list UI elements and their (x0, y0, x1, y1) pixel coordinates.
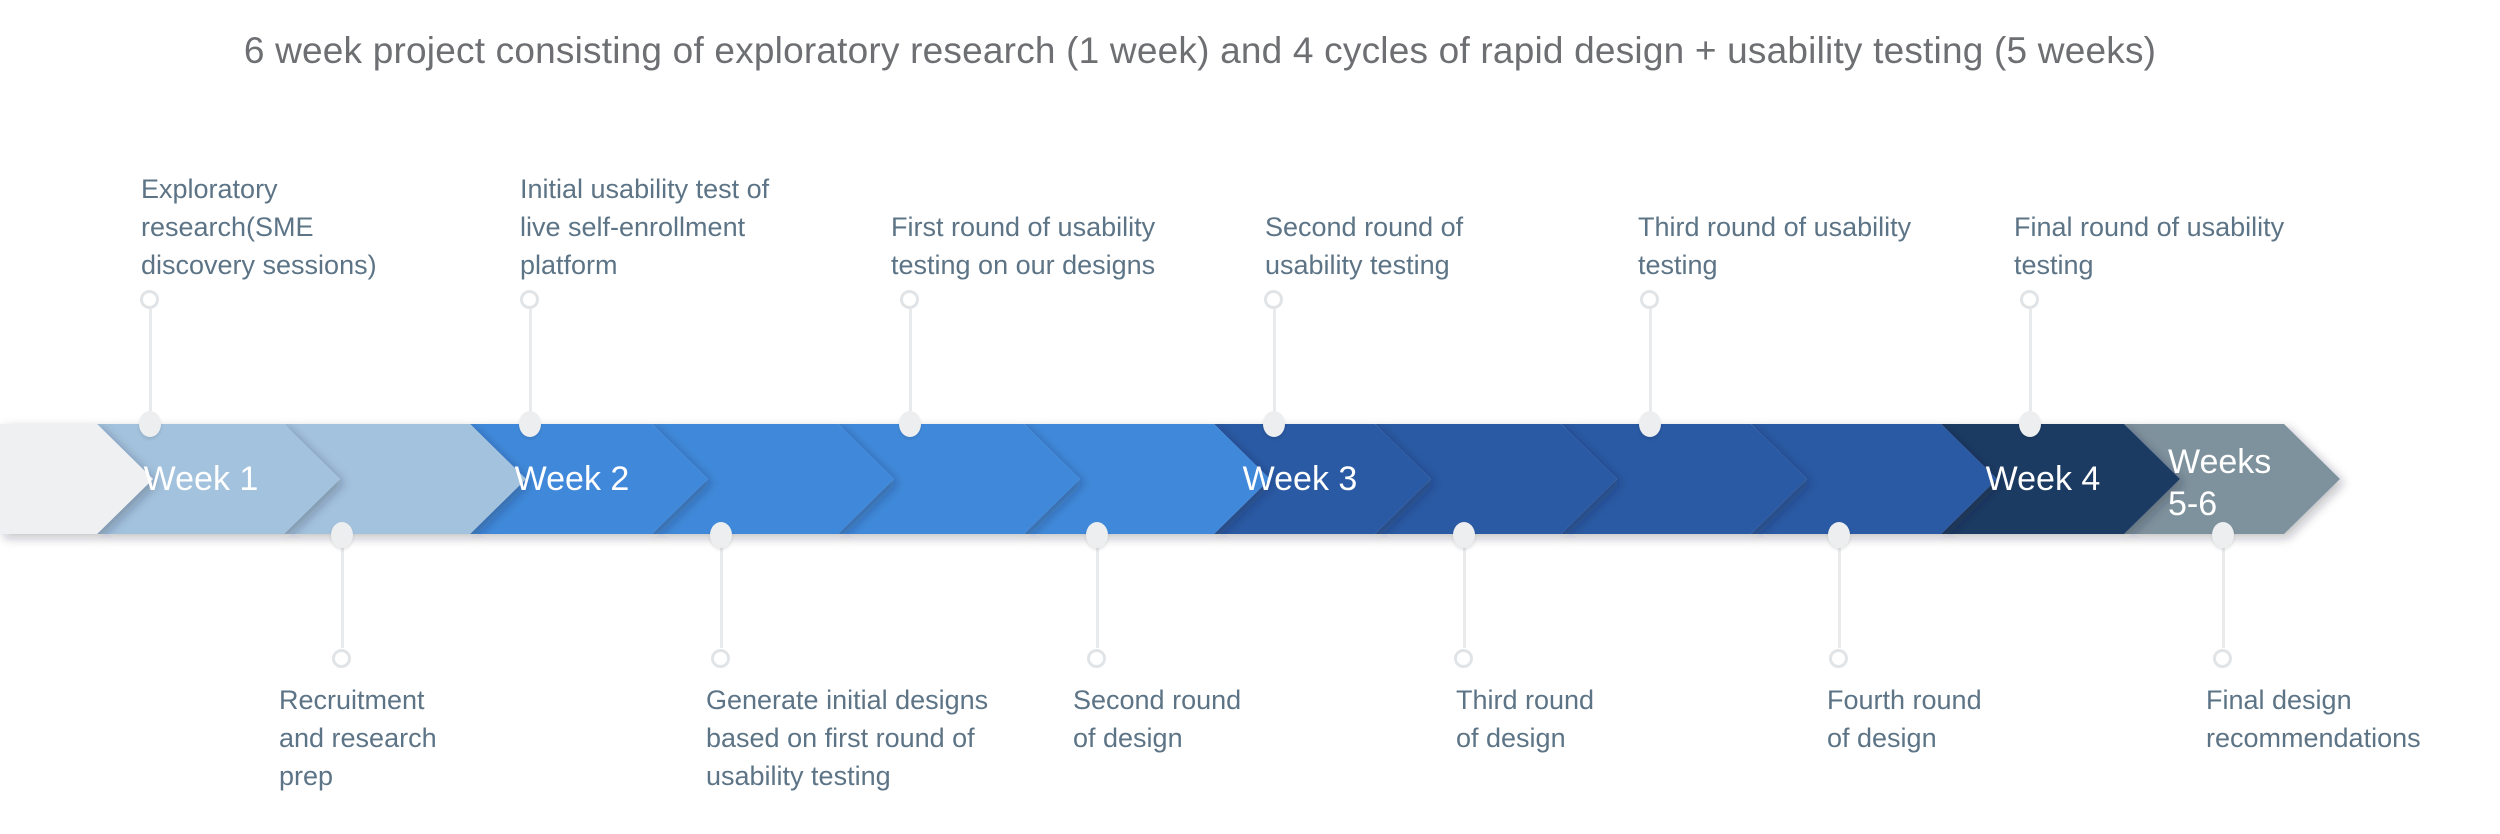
connector-line (720, 537, 723, 648)
chevron-segment (1751, 424, 1997, 534)
milestone-label-bottom: Recruitment and research prep (279, 685, 437, 791)
band-node-dot (1453, 522, 1475, 548)
chevron-segment (1214, 424, 1431, 534)
week-label: Week 2 (515, 460, 630, 498)
milestone-node-circle (1829, 649, 1848, 668)
milestone-node-circle (1087, 649, 1106, 668)
milestone-label-top: Second round of usability testing (1265, 212, 1464, 280)
milestone-node-circle (900, 290, 919, 309)
connector-line (1649, 309, 1652, 424)
milestone-label-bottom: Third round of design (1456, 685, 1595, 753)
chevron-segment (652, 424, 894, 534)
band-node-dot (2019, 411, 2041, 437)
milestone-node-circle (1454, 649, 1473, 668)
milestone-label-top: Third round of usability testing (1638, 212, 1912, 280)
milestone-label-top: Initial usability test of live self-enro… (520, 174, 770, 280)
milestone-label-top: First round of usability testing on our … (891, 212, 1156, 280)
milestone-node-circle (1264, 290, 1283, 309)
connector-line (529, 309, 532, 424)
milestone-node-circle (2020, 290, 2039, 309)
milestone-label-bottom: Generate initial designs based on first … (706, 685, 989, 791)
connector-line (149, 309, 152, 424)
band-node-dot (2212, 522, 2234, 548)
chevron-segment (1375, 424, 1617, 534)
chevron-segment (2124, 424, 2340, 534)
milestone-label-bottom: Fourth round of design (1827, 685, 1982, 753)
chevron-segment (0, 424, 153, 534)
band-node-dot (710, 522, 732, 548)
milestone-node-circle (332, 649, 351, 668)
milestone-node-circle (2213, 649, 2232, 668)
week-label: Week 3 (1243, 460, 1358, 498)
milestone-label-bottom: Second round of design (1073, 685, 1242, 753)
chevron-segment (1561, 424, 1807, 534)
band-node-dot (139, 411, 161, 437)
connector-line (341, 537, 344, 648)
band-node-dot (899, 411, 921, 437)
diagram-title: 6 week project consisting of exploratory… (243, 30, 2157, 71)
band-node-dot (1828, 522, 1850, 548)
milestone-label-top: Exploratory research(SME discovery sessi… (141, 174, 377, 280)
milestone-node-circle (520, 290, 539, 309)
band-node-dot (1263, 411, 1285, 437)
chevron-segment (97, 424, 340, 534)
band-node-dot (519, 411, 541, 437)
band-node-dot (1639, 411, 1661, 437)
chevron-segment (284, 424, 526, 534)
milestone-label-top: Final round of usability testing (2014, 212, 2285, 280)
week-label: Week 1 (144, 460, 259, 498)
chevron-segment (838, 424, 1080, 534)
milestone-node-circle (711, 649, 730, 668)
connector-line (2222, 537, 2225, 648)
band-node-dot (331, 522, 353, 548)
milestone-node-circle (1640, 290, 1659, 309)
connector-line (909, 309, 912, 424)
connector-line (1096, 537, 1099, 648)
connector-line (1463, 537, 1466, 648)
connector-line (2029, 309, 2032, 424)
connector-line (1838, 537, 1841, 648)
week-label: Week 4 (1986, 460, 2101, 498)
milestone-node-circle (140, 290, 159, 309)
chevron-segment (1024, 424, 1270, 534)
connector-line (1273, 309, 1276, 424)
milestone-label-bottom: Final design recommendations (2206, 685, 2421, 753)
chevron-segment (1941, 424, 2180, 534)
band-node-dot (1086, 522, 1108, 548)
chevron-segment (470, 424, 708, 534)
